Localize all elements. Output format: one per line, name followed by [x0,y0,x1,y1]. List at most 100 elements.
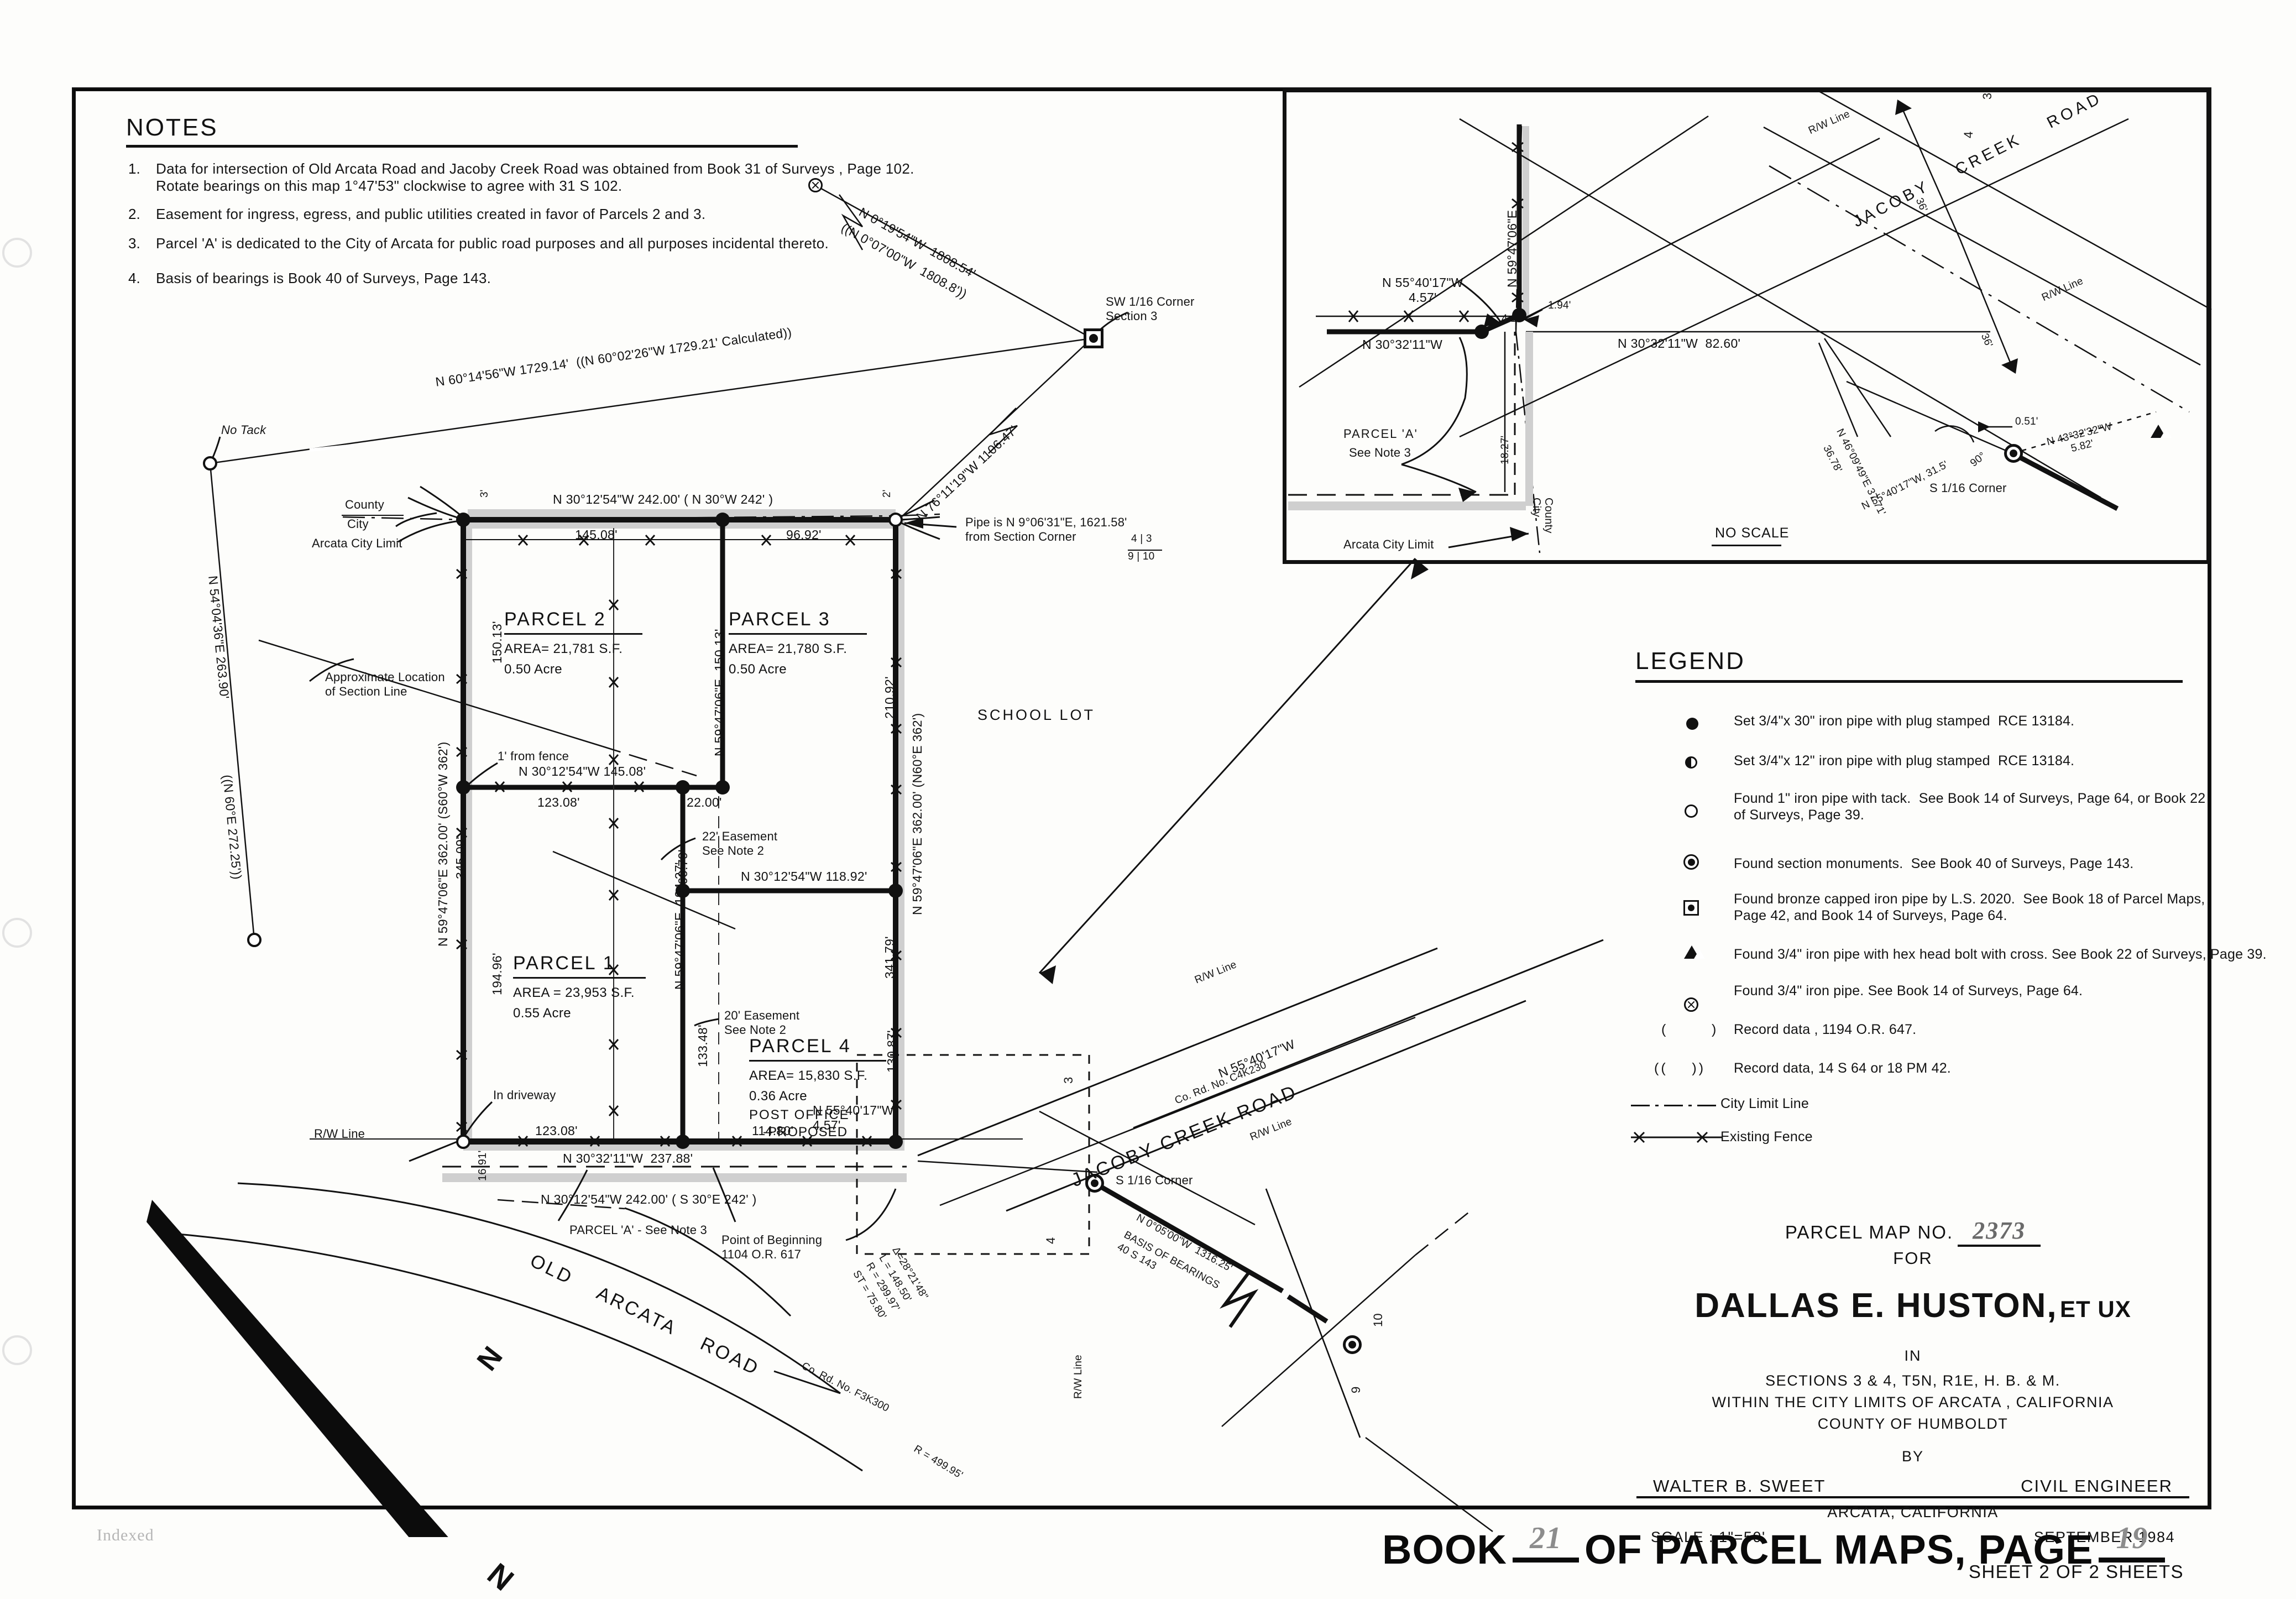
parcel-map-no-label: PARCEL MAP NO. [1785,1222,1954,1242]
notes-heading-rule [126,145,798,148]
banner-page-value: 19 [2116,1520,2148,1555]
north-arrow [147,1200,448,1537]
parcel-2-name-rule [504,633,642,635]
parcel-2-name: PARCEL 2 [504,609,606,630]
parcel-4-name: PARCEL 4 [749,1036,851,1057]
crossed-circle-icon [1684,997,1698,1012]
parcel-2-area: AREA= 21,781 S.F. [504,641,623,656]
note-2-number: 2. [128,206,140,222]
county-city-divider-main [342,515,404,516]
one-foot-from-fence-label: 1' from fence [498,749,569,763]
bearing-north-boundary: N 30°12'54"W 242.00' ( N 30°W 242' ) [553,492,773,506]
dim-west-lower: 194.96' [490,953,504,995]
inset-detail-frame [1283,88,2210,564]
dim-north-seg-b: 96.92' [786,527,822,542]
monument-nw-corner [456,513,470,527]
parcel-map-no-value: 2373 [1958,1216,2041,1247]
inset-monument-corner-a [1512,308,1526,322]
parcel-3-acres: 0.50 Acre [729,662,787,677]
legend-entry-5-text: Found 3/4" iron pipe with hex head bolt … [1734,947,2267,962]
point-of-beginning-label: Point of Beginning 1104 O.R. 617 [721,1233,823,1261]
parcel-3-name-rule [729,633,867,635]
dim-west-total2: 345.09' [453,837,468,879]
monument-s-1-16-corner [1085,1174,1104,1193]
dim-east-lower: 341.79' [882,936,897,979]
note-1-number: 1. [128,160,140,177]
title-county: COUNTY OF HUMBOLDT [1817,1415,2009,1432]
no-tack-label: No Tack [221,423,266,437]
bearing-parcel14-divider: N 59°47'06"E 194.27' [672,862,687,990]
map-scale: SCALE : 1"=50' [1651,1529,1766,1545]
punch-hole-mid [2,918,32,948]
pipe-note-sections-bot: 9 | 10 [1128,551,1155,562]
monument-parcel2-sw [456,780,470,795]
parcel-4-area: AREA= 15,830 S.F. [749,1068,868,1083]
legend-heading: LEGEND [1635,647,1745,675]
pipe-note-sections-rule [1128,550,1162,551]
monument-north-mid [715,513,730,527]
legend-entry-0-text: Set 3/4"x 30" iron pipe with plug stampe… [1734,713,2075,729]
parcel-3-area: AREA= 21,780 S.F. [729,641,848,656]
indexed-stamp: Indexed [97,1526,154,1544]
parcel-1-area: AREA = 23,953 S.F. [513,985,635,1000]
title-in: IN [1904,1347,1922,1364]
note-1-text: Data for intersection of Old Arcata Road… [156,160,914,194]
inset-s116-corner-label: S 1/16 Corner [1929,481,2007,495]
in-driveway-label: In driveway [493,1088,556,1102]
arcata-city-limit-main: Arcata City Limit [312,536,402,550]
inset-dim-194: 1.94' [1548,300,1571,311]
sheet-number: SHEET 2 OF 2 SHEETS [1968,1561,2184,1582]
legend-entry-10-text: Existing Fence [1720,1129,1813,1145]
title-owner: DALLAS E. HUSTON, [1694,1287,2058,1325]
section-monument-icon [1683,854,1699,870]
punch-hole-bottom [2,1335,32,1365]
double-paren-icon: (( )) [1654,1060,1706,1076]
existing-fence-line-icon [1631,1131,1723,1143]
open-circle-icon [1685,804,1698,818]
inset-offset-bearing: N 55°40'17"W 4.57' [1382,275,1463,305]
monument-easement-e [715,780,730,795]
inset-monument-s116 [2004,444,2023,463]
notes-heading: NOTES [126,114,218,141]
section-mark-9-bottom: 9 [1349,1386,1363,1393]
section-mark-3-top: 3 [1061,1077,1075,1084]
corner-offset-2ft: 2' [881,489,893,498]
filled-circle-icon [1686,718,1698,730]
legend-entry-9-text: City Limit Line [1720,1096,1809,1111]
title-for: FOR [1893,1248,1933,1268]
dim-south-seg-a: 123.08' [535,1124,578,1138]
rw-line-label-sw: R/W Line [314,1127,365,1141]
pipe-note-label: Pipe is N 9°06'31"E, 1621.58' from Secti… [965,515,1127,544]
inset-see-note-3: See Note 3 [1349,446,1411,459]
note-4-number: 4. [128,270,140,286]
bearing-parcel2-south: N 30°12'54"W 145.08' [519,764,646,778]
parcel-2-acres: 0.50 Acre [504,662,563,677]
north-arrow-letter: N [480,1556,521,1598]
monument-sw-tie-end [247,933,261,947]
monument-south-mid [676,1135,690,1149]
dim-parcel4-east: 130.87' [885,1030,899,1073]
banner-book-label: BOOK [1382,1527,1507,1572]
sw-1-16-corner-label: SW 1/16 Corner Section 3 [1106,295,1195,323]
legend-entry-2-text: Found 1" iron pipe with tack. See Book 1… [1734,791,2206,823]
monument-parcel4-ne [888,884,903,898]
note-3-number: 3. [128,235,140,252]
parcel-3-name: PARCEL 3 [729,609,831,630]
approx-section-line-label: Approximate Location of Section Line [325,670,445,698]
rw-line-label-right: R/W Line [1073,1355,1084,1399]
punch-hole-top [2,238,32,268]
monument-section-corner-br [1343,1335,1362,1354]
dim-easement-width: 22.00' [687,795,722,809]
parcel-4-use-status: -PROPOSED [763,1125,848,1140]
bearing-south-boundary: N 30°32'11"W 237.88' [563,1151,693,1166]
county-label-main: County [345,498,384,511]
dim-north-seg-a: 145.08' [575,527,618,542]
parcel-4-acres: 0.36 Acre [749,1089,808,1104]
pipe-note-sections-top: 4 | 3 [1131,533,1152,545]
monument-crossed-circle-nw [808,178,823,192]
inset-west-bearing: N 30°32'11"W [1362,337,1443,352]
inset-triangle-monument [2151,425,2172,438]
inset-parcel-a-label: PARCEL 'A' [1343,427,1418,441]
monument-no-tack [203,456,217,471]
